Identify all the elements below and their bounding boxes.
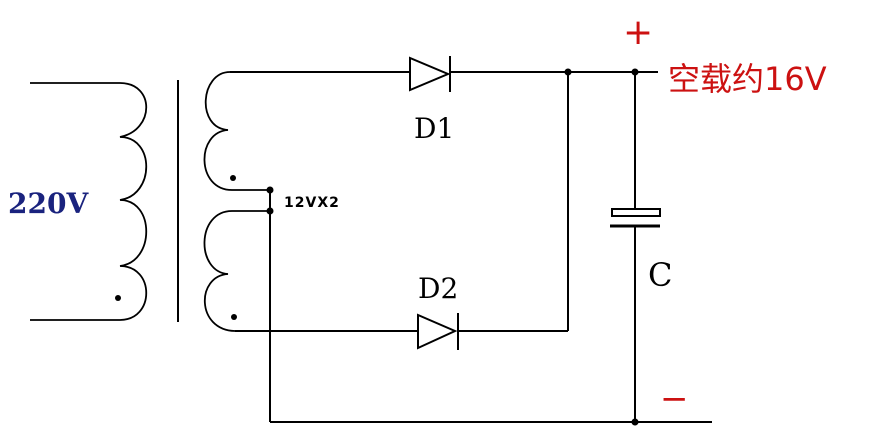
output-voltage-label: 空载约16V [668,60,827,98]
secondary-voltage-label: 12VX2 [284,195,340,211]
diode-d2-label: D2 [418,272,458,305]
lower-secondary-dot [231,314,237,320]
center-tap [266,186,274,422]
diode-d1 [409,56,658,92]
negative-terminal-label: − [660,379,689,419]
capacitor-label: C [648,256,672,294]
diode-d1-label: D1 [414,112,454,145]
primary-polarity-dot [115,295,121,301]
input-voltage-label: 220V [8,187,89,220]
capacitor-c [610,72,661,422]
upper-secondary-dot [230,175,236,181]
diode-d2 [417,313,568,350]
junction-dot-bottom [631,418,639,426]
positive-terminal-label: + [623,12,653,53]
secondary-winding-lower [203,210,270,332]
junction-dot-top-left [564,68,572,76]
secondary-winding-upper [203,71,270,191]
primary-winding [30,82,148,321]
